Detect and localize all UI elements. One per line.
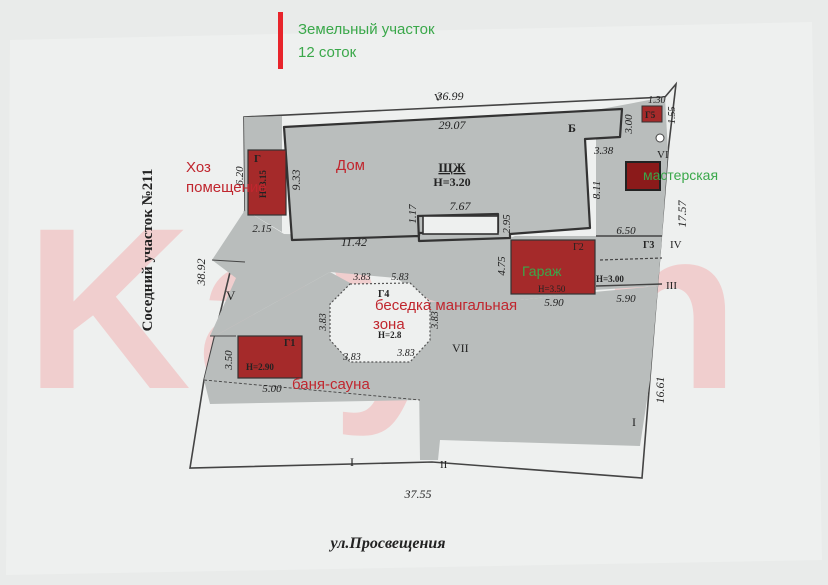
boundary-line — [599, 257, 663, 261]
zone-v: V — [226, 288, 236, 303]
label-g-height: H=3.15 — [258, 170, 268, 198]
zone-vi: VI — [657, 149, 669, 161]
roman-v-top: V — [434, 92, 442, 104]
dim-sauna-side: 3.50 — [223, 350, 235, 371]
dim-ws-width: 6.50 — [616, 225, 636, 237]
boundary-line — [203, 379, 421, 401]
dim-right-side: 17.57 — [675, 200, 689, 228]
dim-shed-bottom: 2.15 — [252, 223, 272, 235]
house-notch — [422, 215, 499, 235]
house-annotation: Дом — [336, 157, 365, 174]
dim-house-right: 8.11 — [591, 181, 603, 199]
dim-garage-side: 4.75 — [496, 256, 508, 276]
house-outline — [282, 107, 624, 243]
dim-house-left: 9.33 — [289, 170, 303, 191]
label-g4: Г4 — [378, 289, 389, 300]
dim-sauna-bottom: 5.00 — [262, 383, 282, 395]
outbuilding-annotation: Хоз — [186, 159, 211, 176]
dim-right-top: 1.55 — [667, 107, 678, 125]
label-g1-height: H=2.90 — [246, 362, 274, 372]
zone-iii: III — [666, 280, 677, 292]
zone-i-bottom: I — [350, 455, 354, 469]
dim-house-notch: 7.67 — [450, 199, 472, 213]
house-code: ЩЖ — [438, 160, 465, 175]
well-icon — [655, 133, 665, 143]
dim-gazebo: 3.83 — [318, 313, 329, 332]
dim-house-notch-right: 2.95 — [501, 214, 513, 234]
label-yard-height: H=3.00 — [596, 274, 624, 284]
neighbor-label: Соседний участок №211 — [140, 169, 156, 332]
dim-right-low: 16.61 — [653, 377, 667, 404]
house-height: H=3.20 — [433, 175, 470, 189]
zone-ii: II — [440, 459, 448, 471]
dim-garage-bottom: 5.90 — [544, 297, 564, 309]
dim-gazebo: 3.83 — [352, 272, 371, 283]
dim-top-right: 1.30 — [648, 95, 666, 106]
dim-shed-side: 6.20 — [234, 166, 246, 186]
dim-gazebo: 3.83 — [396, 348, 415, 359]
label-g4-height: H=2.8 — [378, 330, 402, 340]
dim-house-notch-left: 1.17 — [407, 204, 419, 224]
gazebo-annotation: беседка мангальная — [375, 297, 517, 314]
dim-house-top: 29.07 — [439, 118, 467, 132]
label-g5: Г5 — [645, 110, 656, 120]
gazebo-annotation-2: зона — [373, 316, 405, 333]
label-g: Г — [254, 153, 261, 165]
dim-bottom: 37.55 — [404, 487, 432, 501]
zone-iv: IV — [670, 239, 682, 251]
dim-gazebo: 3.83 — [430, 311, 441, 330]
garage-g2 — [510, 239, 596, 295]
dim-top: 36.99 — [436, 89, 464, 103]
label-g3: Г3 — [643, 240, 654, 251]
dim-gazebo: 5.83 — [391, 272, 409, 283]
legend-area: 12 соток — [298, 44, 357, 61]
label-b: Б — [568, 121, 576, 135]
label-g2-height: H=3.50 — [538, 284, 566, 294]
boundary-line — [211, 259, 246, 263]
dim-house-right-small: 3.38 — [593, 145, 614, 157]
south-strip-fill — [418, 286, 658, 460]
garage-annotation: Гараж — [522, 263, 562, 279]
zone-i-right: I — [632, 415, 636, 429]
legend-marker — [278, 12, 283, 69]
dim-house-bottom: 11.42 — [341, 235, 367, 249]
zone-vii: VII — [452, 341, 469, 355]
dim-house-right-top: 3.00 — [623, 114, 635, 135]
corner-g5 — [641, 105, 663, 123]
street-name: ул.Просвещения — [329, 535, 446, 552]
outbuilding-g — [247, 149, 287, 216]
dim-left: 38.92 — [194, 259, 208, 287]
outbuilding-annotation-2: помещение — [186, 179, 267, 196]
sauna-annotation: баня-сауна — [292, 376, 370, 393]
dim-yard-bottom: 5.90 — [616, 293, 636, 305]
label-g2: Г2 — [573, 242, 584, 253]
dim-gazebo: 3.83 — [342, 352, 361, 363]
gazebo-footprint — [329, 282, 431, 363]
sauna-g1 — [237, 335, 303, 379]
boundary-line — [595, 283, 663, 287]
workshop-annotation: мастерская — [643, 167, 718, 183]
workshop-g5 — [625, 161, 661, 191]
label-g1: Г1 — [284, 338, 295, 349]
legend-title: Земельный участок — [298, 21, 435, 38]
